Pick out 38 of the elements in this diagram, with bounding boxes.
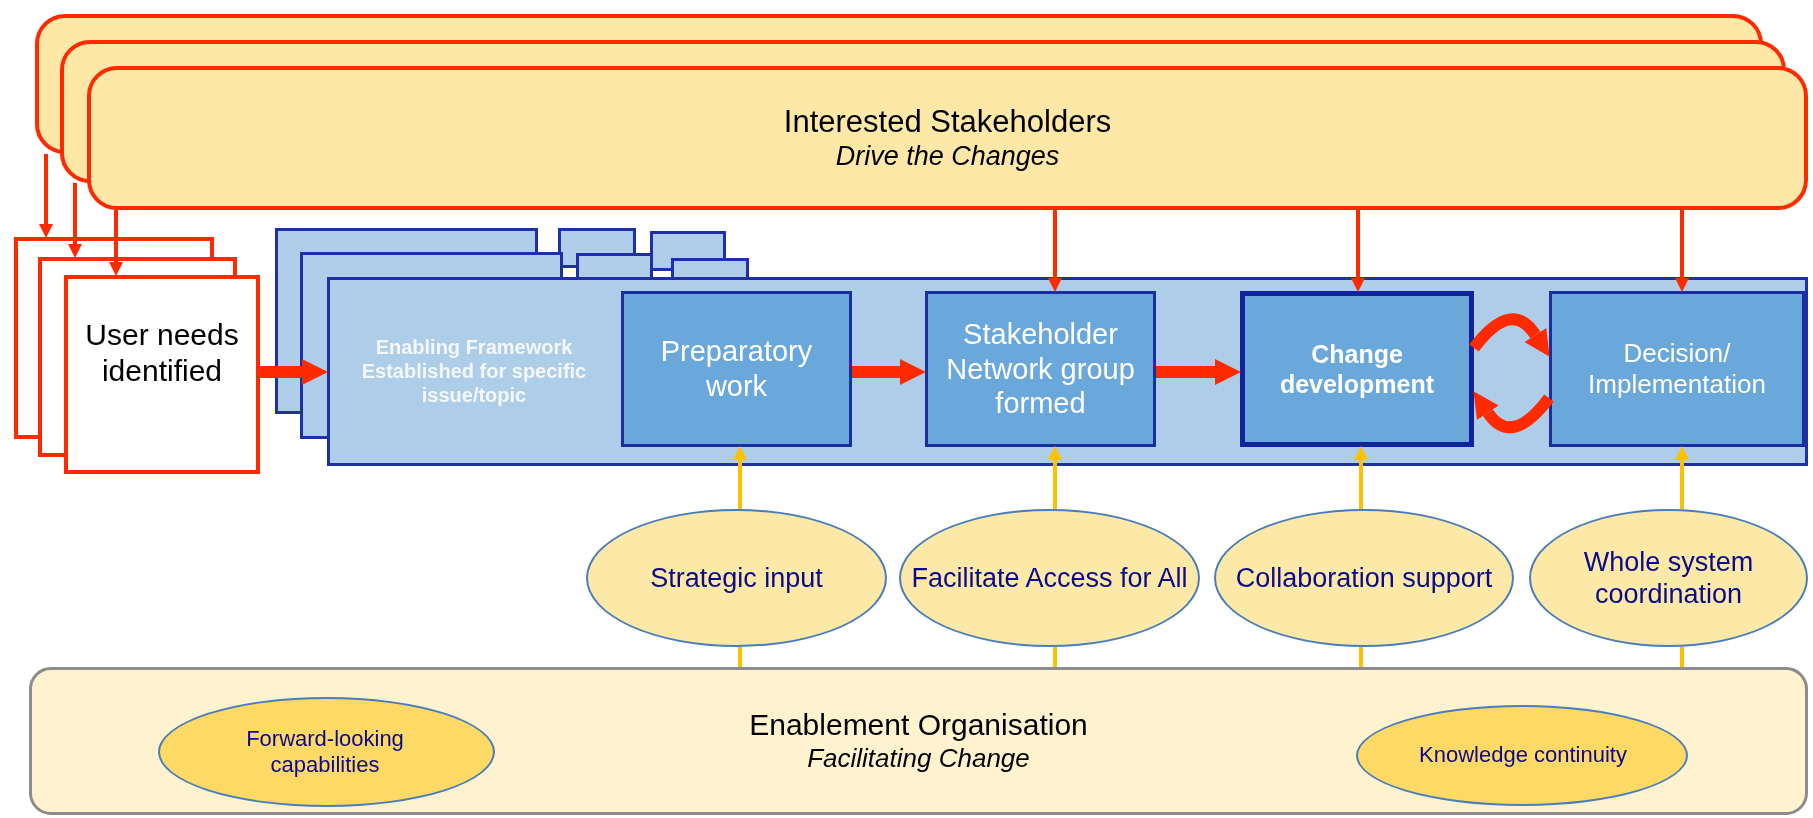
connector-line	[738, 647, 742, 667]
arrow	[1675, 210, 1689, 292]
panel-subtitle: Facilitating Change	[807, 743, 1030, 775]
block-arrow	[1156, 359, 1241, 385]
process-box	[1549, 291, 1805, 447]
process-box	[1240, 291, 1474, 447]
box-label: Decision/ Implementation	[1587, 337, 1767, 401]
arrow	[1675, 446, 1689, 509]
arrow	[1048, 446, 1062, 509]
arrow	[68, 183, 82, 258]
arrow	[733, 446, 747, 509]
arrow	[1351, 210, 1365, 292]
box-label: Stakeholder Network group formed	[945, 316, 1136, 422]
note-text: User needs identified	[84, 317, 240, 389]
ellipse-label: Knowledge continuity	[1419, 742, 1627, 769]
ellipse-label: Collaboration support	[1235, 561, 1493, 595]
panel-title: Enablement Organisation	[749, 707, 1088, 744]
arrow	[1048, 210, 1062, 292]
connector-line	[1053, 647, 1057, 667]
card-subtitle: Drive the Changes	[835, 140, 1060, 173]
arrow	[109, 210, 123, 276]
ellipse-label: Forward-looking capabilities	[245, 725, 405, 779]
ellipse-label: Strategic input	[650, 561, 823, 595]
block-arrow	[852, 359, 926, 385]
process-box	[925, 291, 1156, 447]
arrow	[1354, 446, 1368, 509]
panel-heading: Enabling Framework Established for specific issue/topic	[360, 335, 588, 407]
box-label: Change development	[1278, 339, 1436, 399]
box-label: Preparatory work	[659, 334, 814, 404]
connector-line	[1680, 647, 1684, 667]
arrow	[39, 154, 53, 238]
block-arrow	[260, 359, 328, 385]
card-title: Interested Stakeholders	[783, 103, 1112, 141]
connector-line	[1359, 647, 1363, 667]
ellipse-label: Whole system coordination	[1582, 545, 1755, 611]
ellipse-label: Facilitate Access for All	[911, 561, 1188, 595]
process-box	[621, 291, 852, 447]
organisation-panel	[29, 667, 1808, 815]
